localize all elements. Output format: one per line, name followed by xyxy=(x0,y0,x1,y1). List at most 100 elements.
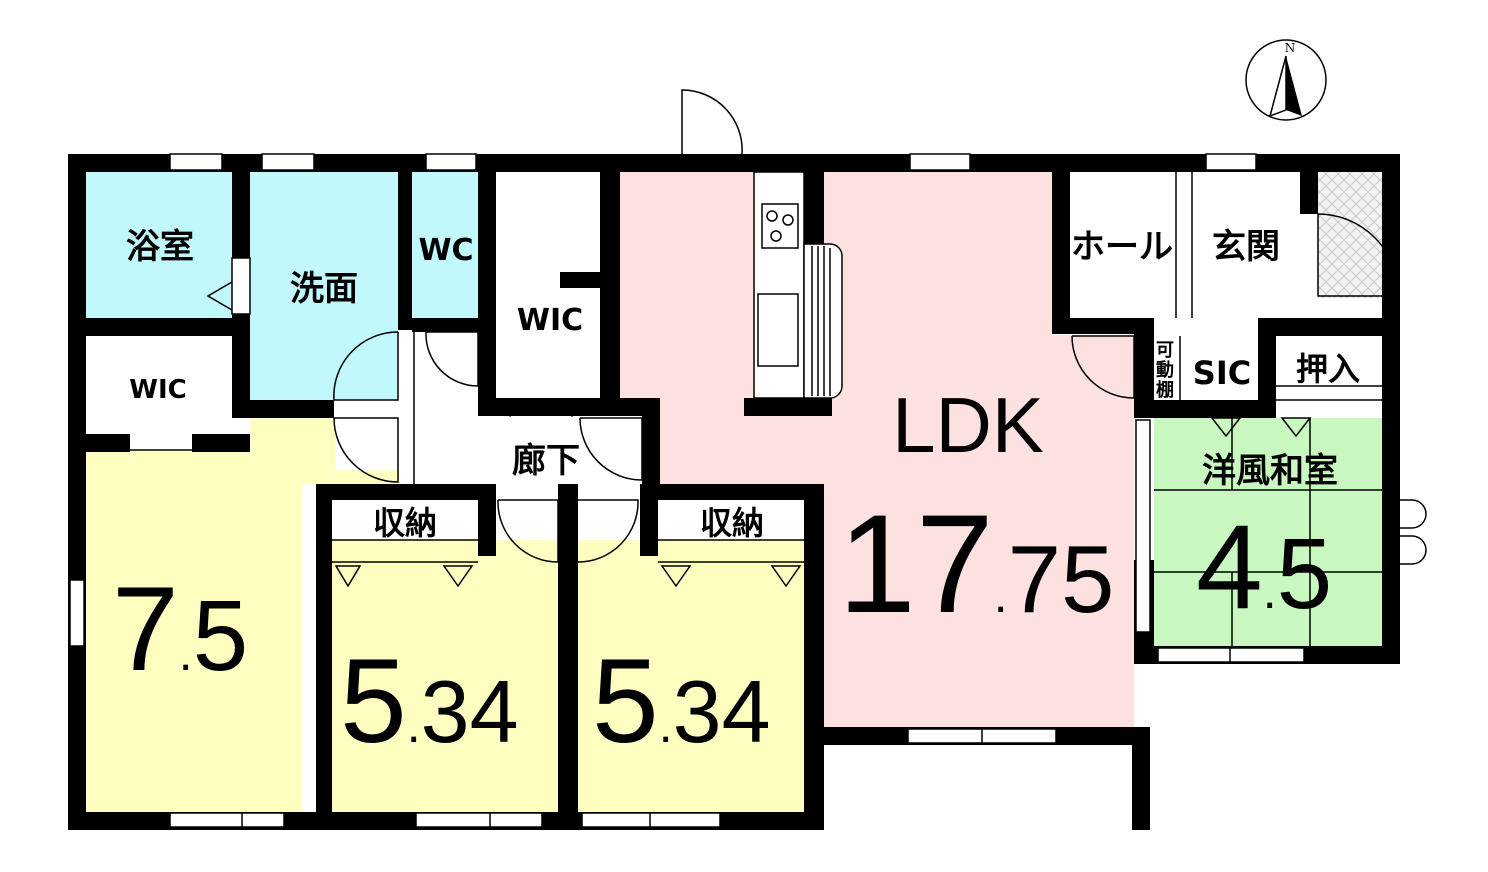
compass-north-label: N xyxy=(1285,41,1296,55)
door-swing xyxy=(425,331,479,387)
closet-marker xyxy=(1280,417,1312,438)
label-bath: 浴室 xyxy=(126,227,194,267)
closet-marker xyxy=(1210,417,1242,438)
size-int: 7 xyxy=(112,562,179,696)
room-right-fill xyxy=(578,540,804,812)
door-swing xyxy=(333,417,399,483)
wall xyxy=(558,484,578,830)
window xyxy=(169,153,223,171)
wall xyxy=(316,484,332,830)
door-swing xyxy=(1071,335,1135,399)
wc-fill xyxy=(412,172,478,318)
size-dec: 34 xyxy=(421,662,519,761)
room-labels: 浴室 洗面 WC WIC WIC ホール 玄関 可 動 棚 SIC 押入 廊下 … xyxy=(126,227,1360,542)
window xyxy=(581,812,721,828)
closet-marker xyxy=(494,399,526,418)
label-wic-left: WIC xyxy=(129,375,186,405)
door-swing xyxy=(1317,213,1399,297)
wall xyxy=(478,154,496,416)
room-sizes: 7.5 5.34 5.34 17.75 4.5 xyxy=(112,485,1332,768)
label-movable-shelf-1: 可 xyxy=(1156,340,1174,361)
room-mid-fill xyxy=(332,540,558,812)
size-int: 17 xyxy=(838,485,994,642)
doors xyxy=(130,89,1427,588)
wall xyxy=(68,434,130,452)
label-storage-left: 収納 xyxy=(373,504,437,542)
label-ldk: LDK xyxy=(892,381,1044,469)
wall xyxy=(804,154,824,244)
window xyxy=(261,153,315,171)
size-dec: 5 xyxy=(193,580,249,692)
ldk-fill xyxy=(620,172,1134,727)
wall xyxy=(250,400,334,418)
size-room-mid: 5.34 xyxy=(340,634,519,768)
label-hall: ホール xyxy=(1071,227,1173,267)
door-swing xyxy=(577,499,639,563)
wall xyxy=(804,484,824,830)
closet-marker xyxy=(442,565,474,588)
wall xyxy=(316,484,496,500)
windows xyxy=(69,153,1305,828)
wall xyxy=(192,434,250,452)
washitsu-fill xyxy=(1154,418,1382,646)
wall xyxy=(560,272,604,288)
size-dec: 75 xyxy=(1008,526,1115,633)
closet-marker xyxy=(556,399,588,418)
door-swing xyxy=(681,89,743,155)
wall xyxy=(744,398,832,416)
wall xyxy=(68,318,250,336)
tatami-lines xyxy=(1154,418,1382,646)
window xyxy=(169,812,285,828)
size-dec: 34 xyxy=(673,662,771,761)
wall xyxy=(600,154,620,416)
door-swing xyxy=(497,499,559,563)
wall xyxy=(640,484,824,500)
wall xyxy=(1052,318,1152,334)
sink-icon xyxy=(757,293,799,367)
label-wc: WC xyxy=(418,233,473,268)
bar-counter xyxy=(803,243,843,399)
wall xyxy=(1134,400,1274,418)
wall xyxy=(478,398,660,416)
size-int: 5 xyxy=(592,634,659,768)
wall xyxy=(1132,727,1150,830)
window xyxy=(415,812,543,828)
label-oshiire: 押入 xyxy=(1296,350,1360,388)
size-washitsu: 4.5 xyxy=(1196,500,1332,634)
window xyxy=(909,153,971,171)
room-left-fill xyxy=(86,418,400,812)
label-sic: SIC xyxy=(1193,354,1251,392)
door-swing xyxy=(579,417,643,481)
door-swing xyxy=(1400,535,1427,565)
washroom-fill xyxy=(250,172,398,400)
wall xyxy=(1258,318,1276,418)
window xyxy=(425,153,477,171)
size-room-right: 5.34 xyxy=(592,634,771,768)
compass: N xyxy=(1245,39,1327,121)
wall xyxy=(640,484,658,556)
wall xyxy=(412,318,484,332)
size-dec: 5 xyxy=(1277,518,1333,630)
door-marker xyxy=(206,281,233,311)
wall xyxy=(478,484,496,556)
closet-marker xyxy=(660,565,692,588)
wall xyxy=(398,154,412,330)
window xyxy=(69,579,85,647)
size-int: 5 xyxy=(340,634,407,768)
label-wic-center: WIC xyxy=(517,303,583,338)
kitchen xyxy=(753,171,843,399)
wall xyxy=(1052,154,1070,334)
door-swing xyxy=(333,331,399,401)
stove-icon xyxy=(761,203,799,249)
wall xyxy=(68,154,86,830)
label-movable-shelf-3: 棚 xyxy=(1156,379,1174,401)
label-movable-shelf-2: 動 xyxy=(1156,359,1174,381)
wall xyxy=(642,398,660,488)
door-swing xyxy=(1400,499,1427,529)
closet-marker xyxy=(770,565,802,588)
wall xyxy=(1134,318,1154,418)
label-storage-right: 収納 xyxy=(700,504,764,542)
wall xyxy=(1300,154,1318,214)
label-washroom: 洗面 xyxy=(290,269,358,309)
